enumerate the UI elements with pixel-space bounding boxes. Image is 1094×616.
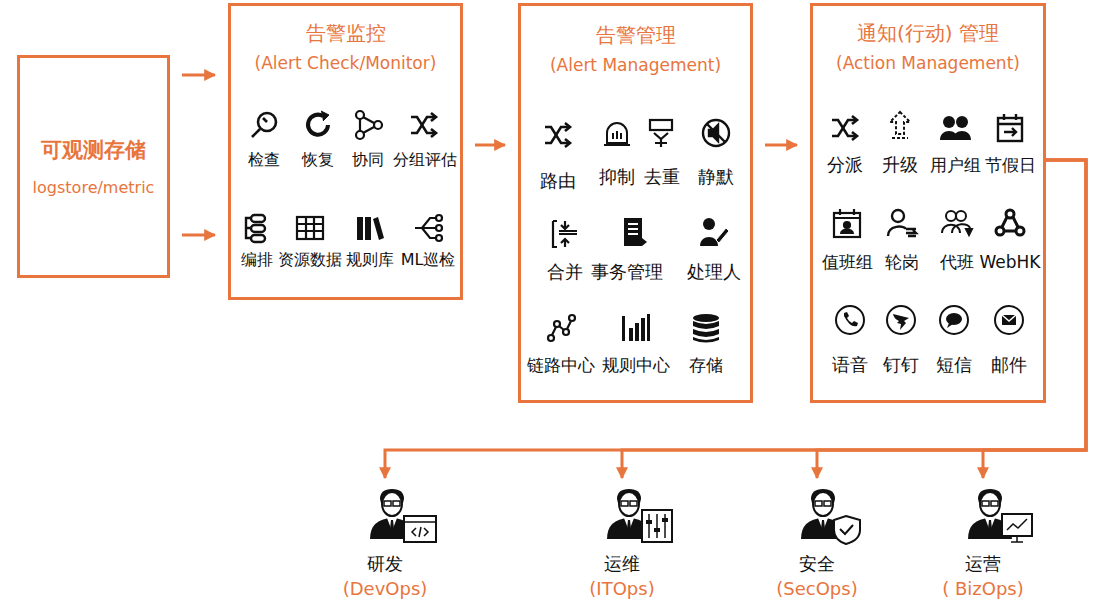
- icon-label: 存储: [689, 356, 723, 375]
- icon-label: 规则库: [346, 251, 394, 269]
- node-subtitle: (Alert Check/Monitor): [255, 53, 437, 73]
- node-title: 安全: [799, 552, 835, 576]
- icon-label: 恢复: [302, 151, 334, 169]
- flow-arrow: [765, 144, 797, 147]
- icon-label: WebHK: [980, 253, 1041, 272]
- stage-box: 通知(行动) 管理 (Action Management): [810, 3, 1046, 403]
- icon-label: 钉钉: [883, 355, 919, 375]
- role-figure: 运营( BizOps): [913, 478, 1053, 610]
- role-figure: 安全(SecOps): [747, 478, 887, 610]
- icon-label: 资源数据: [278, 251, 342, 269]
- flow-arrow: [182, 234, 215, 237]
- icon-label: 升级: [882, 155, 918, 175]
- action-icons: [832, 112, 1024, 334]
- icon-label: 分派: [827, 155, 863, 175]
- icon-label: 代班: [940, 253, 974, 272]
- management-icons: [545, 120, 729, 343]
- icon-label: 轮岗: [885, 253, 919, 272]
- flow-arrow: [622, 160, 1086, 478]
- flow-arrow: [475, 144, 505, 147]
- icon-label: 去重: [644, 167, 680, 187]
- monitor-icons: [246, 111, 442, 242]
- node-subtitle: (Alert Management): [550, 55, 721, 75]
- node-subtitle: ( BizOps): [942, 578, 1024, 599]
- node-title: 可观测存储: [41, 136, 146, 164]
- node-title: 告警管理: [596, 22, 676, 49]
- node-title: 研发: [367, 552, 403, 576]
- icon-label: 事务管理: [591, 262, 663, 282]
- icon-label: 节假日: [985, 156, 1036, 175]
- node-title: 运维: [604, 552, 640, 576]
- icon-label: 协同: [352, 151, 384, 169]
- icon-label: 抑制: [599, 167, 635, 187]
- icon-label: 短信: [936, 355, 972, 375]
- role-figure: 运维(ITOps): [552, 478, 692, 610]
- node-title: 通知(行动) 管理: [857, 20, 999, 47]
- flow-arrow: [385, 160, 1086, 478]
- icon-label: 邮件: [991, 355, 1027, 375]
- icon-label: 分组评估: [393, 151, 457, 169]
- node-subtitle: (ITOps): [589, 578, 654, 599]
- icon-label: 语音: [832, 355, 868, 375]
- role-figure: 研发(DevOps): [315, 478, 455, 610]
- node-title: 告警监控: [306, 20, 386, 47]
- stage-box: 告警管理 (Alert Management): [518, 3, 753, 403]
- icon-label: 静默: [698, 167, 734, 187]
- icon-label: 链路中心: [527, 356, 595, 375]
- icon-label: 值班组: [822, 253, 873, 272]
- node-subtitle: (Action Management): [836, 53, 1020, 73]
- node-title: 运营: [965, 552, 1001, 576]
- node-subtitle: (SecOps): [776, 578, 857, 599]
- storage-box: 可观测存储 logstore/metric: [17, 55, 170, 278]
- flow-arrow: [983, 160, 1086, 478]
- icon-label: ML巡检: [401, 251, 456, 269]
- icon-label: 合并: [547, 262, 583, 282]
- icon-label: 用户组: [930, 156, 981, 175]
- node-subtitle: logstore/metric: [33, 178, 155, 197]
- icon-label: 检查: [248, 151, 280, 169]
- person-figures: [370, 489, 1032, 544]
- node-subtitle: (DevOps): [343, 578, 428, 599]
- icon-label: 处理人: [687, 262, 741, 282]
- icon-label: 编排: [241, 251, 273, 269]
- icon-label: 规则中心: [602, 356, 670, 375]
- icon-label: 路由: [540, 171, 576, 191]
- flow-arrow: [182, 74, 215, 77]
